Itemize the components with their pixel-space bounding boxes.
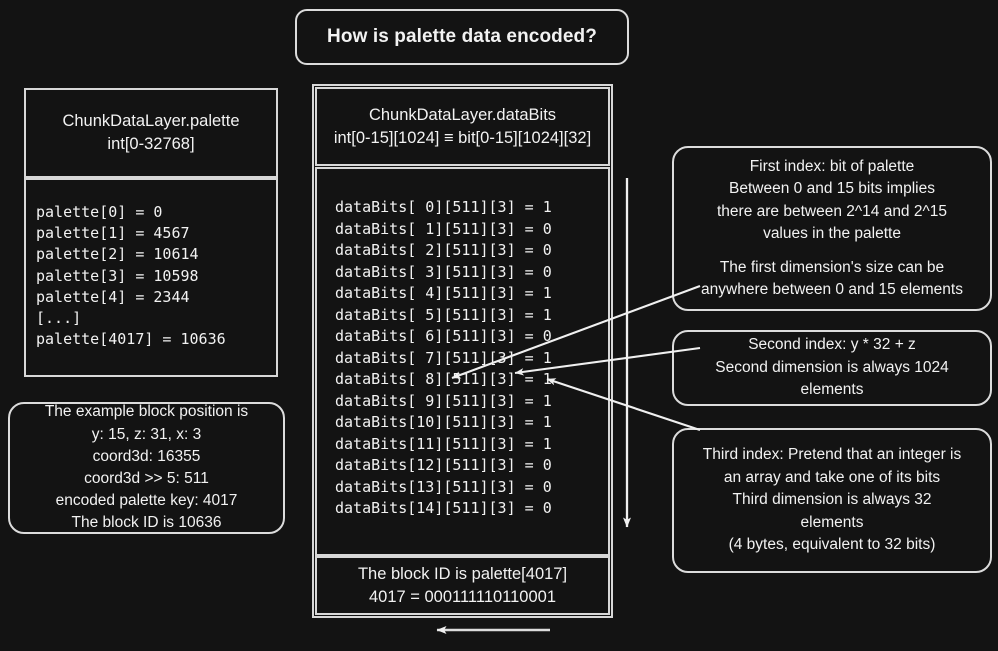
callout-third-index: Third index: Pretend that an integer is … bbox=[672, 428, 992, 573]
callout-second-index: Second index: y * 32 + z Second dimensio… bbox=[672, 330, 992, 406]
callout-second-line-1: Second index: y * 32 + z bbox=[748, 336, 916, 354]
palette-card-type: int[0-32768] bbox=[107, 135, 195, 153]
palette-entries: palette[0] = 0 palette[1] = 4567 palette… bbox=[36, 203, 226, 349]
callout-first-line-2: Between 0 and 15 bits implies bbox=[729, 180, 935, 197]
callout-first-line-6: anywhere between 0 and 15 elements bbox=[701, 281, 963, 298]
databits-card-body: dataBits[ 0][511][3] = 1 dataBits[ 1][51… bbox=[315, 167, 610, 556]
callout-example-line-1: The example block position is bbox=[44, 403, 249, 421]
block-id-binary-label: 4017 = 000111110110001 bbox=[368, 587, 557, 606]
palette-card-title: ChunkDataLayer.palette bbox=[62, 112, 240, 130]
callout-second-line-2: Second dimension is always 1024 bbox=[715, 358, 949, 376]
callout-first-line-4: values in the palette bbox=[763, 225, 901, 242]
page-title: How is palette data encoded? bbox=[327, 26, 597, 47]
databits-card-footer: The block ID is palette[4017] 4017 = 000… bbox=[315, 556, 610, 615]
callout-first-line-5: The first dimension's size can be bbox=[719, 258, 945, 276]
callout-example-line-6: The block ID is 10636 bbox=[71, 514, 222, 532]
callout-example-line-5: encoded palette key: 4017 bbox=[55, 492, 238, 510]
callout-example-block: The example block position is y: 15, z: … bbox=[8, 402, 285, 534]
callout-first-line-1: First index: bit of palette bbox=[749, 157, 915, 175]
callout-second-line-3: elements bbox=[800, 381, 864, 399]
callout-third-line-3: Third dimension is always 32 bbox=[732, 491, 932, 509]
callout-example-line-2: y: 15, z: 31, x: 3 bbox=[91, 425, 202, 443]
callout-third-line-5: (4 bytes, equivalent to 32 bits) bbox=[728, 536, 936, 554]
callout-first-index: First index: bit of palette Between 0 an… bbox=[672, 146, 992, 311]
databits-card-title: ChunkDataLayer.dataBits bbox=[368, 105, 557, 124]
databits-rows: dataBits[ 0][511][3] = 1 dataBits[ 1][51… bbox=[335, 198, 552, 517]
databits-card-header: ChunkDataLayer.dataBits int[0-15][1024] … bbox=[315, 87, 610, 166]
callout-example-line-4: coord3d >> 5: 511 bbox=[84, 470, 209, 487]
callout-third-line-2: an array and take one of its bits bbox=[723, 468, 941, 486]
callout-example-line-3: coord3d: 16355 bbox=[92, 447, 201, 465]
callout-third-line-1: Third index: Pretend that an integer is bbox=[702, 446, 962, 464]
callout-first-line-3: there are between 2^14 and 2^15 bbox=[717, 202, 947, 220]
callout-third-line-4: elements bbox=[800, 513, 864, 531]
palette-card-body: palette[0] = 0 palette[1] = 4567 palette… bbox=[24, 178, 278, 377]
palette-card-header: ChunkDataLayer.palette int[0-32768] bbox=[24, 88, 278, 178]
diagram-title-box: How is palette data encoded? bbox=[295, 9, 629, 65]
block-id-lookup-label: The block ID is palette[4017] bbox=[357, 565, 568, 583]
databits-card-type: int[0-15][1024] ≡ bit[0-15][1024][32] bbox=[333, 128, 592, 147]
